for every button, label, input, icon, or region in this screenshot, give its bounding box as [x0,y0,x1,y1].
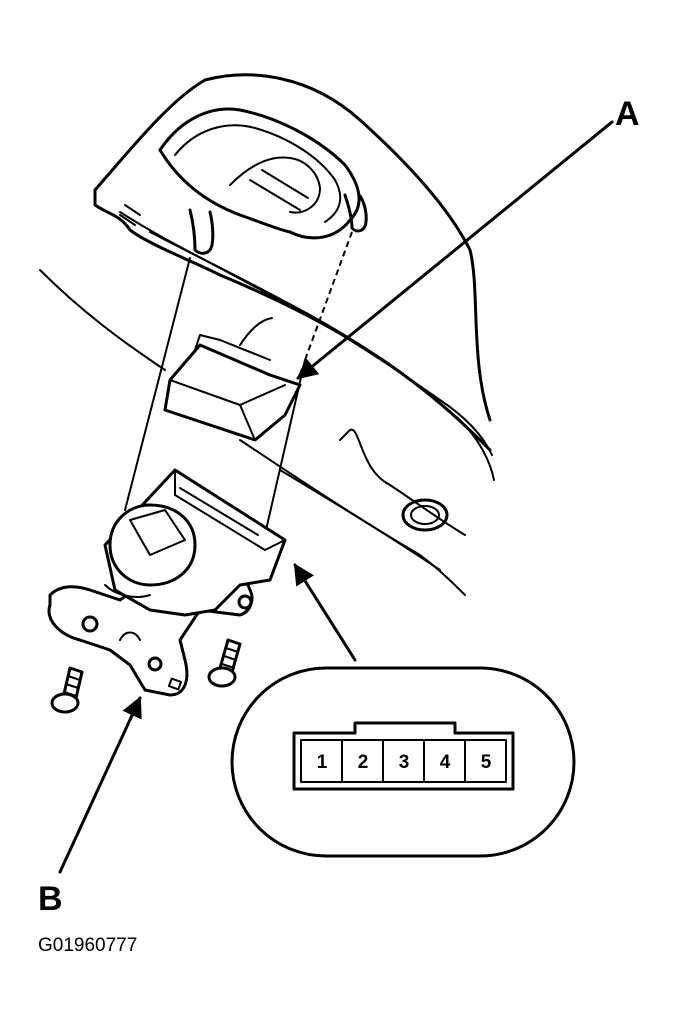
callout-label-b: B [38,880,63,918]
connector-pin-3: 3 [399,752,410,773]
connector-pin-4: 4 [440,752,451,773]
connector-face-detail: 1 2 3 4 5 [230,666,576,858]
door-armrest-panel [39,73,495,596]
connector-pin-5: 5 [481,752,492,773]
leader-arrow-b [58,696,142,874]
callout-label-a: A [615,95,640,133]
connector-pin-1: 1 [317,752,328,773]
switch-assembly [47,468,287,697]
mounting-screw-right [207,638,242,688]
figure-code: G01960777 [38,935,137,956]
leader-arrow-a [296,120,614,380]
connector-pin-2: 2 [358,752,369,773]
leader-arrow-detail [293,563,357,662]
mounting-screw-left [50,666,84,714]
harness-connector [163,317,302,442]
